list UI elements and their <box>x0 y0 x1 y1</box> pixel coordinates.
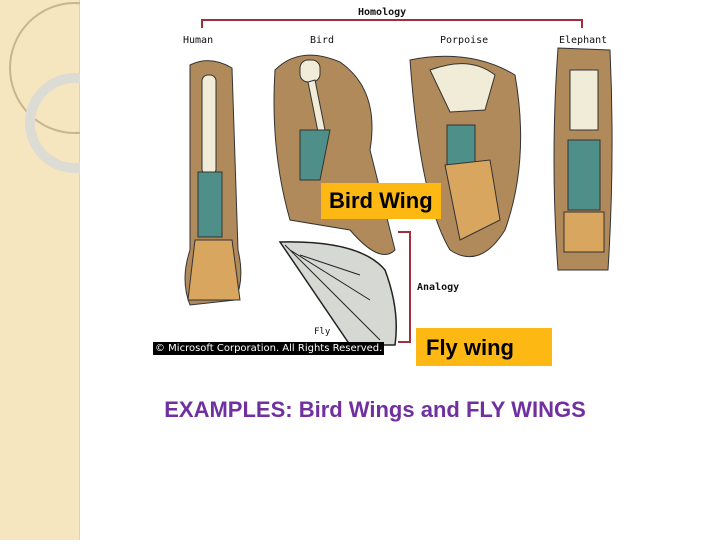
copyright-notice: © Microsoft Corporation. All Rights Rese… <box>153 342 385 355</box>
fly-wing-callout: Fly wing <box>416 328 552 366</box>
species-label-elephant: Elephant <box>559 35 608 46</box>
bird-wing-illustration <box>273 54 396 255</box>
fly-wing-illustration <box>278 241 397 346</box>
elephant-leg-illustration <box>553 47 613 271</box>
slide-title: EXAMPLES: Bird Wings and FLY WINGS <box>164 397 586 422</box>
homology-bracket <box>201 19 583 28</box>
species-label-human: Human <box>183 35 214 46</box>
analogy-bracket <box>398 231 411 343</box>
analogy-label: Analogy <box>417 282 460 293</box>
porpoise-flipper-illustration <box>409 55 522 258</box>
species-label-porpoise: Porpoise <box>440 35 489 46</box>
species-label-bird: Bird <box>310 35 335 46</box>
human-arm-illustration <box>184 60 242 306</box>
homology-label: Homology <box>358 7 407 18</box>
bird-wing-callout: Bird Wing <box>321 183 441 219</box>
fly-label: Fly <box>314 327 331 337</box>
